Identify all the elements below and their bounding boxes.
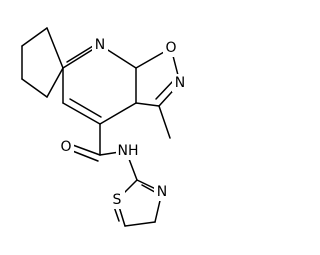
bond	[69, 98, 102, 118]
atom-label-n-thiazole: N	[157, 184, 167, 200]
bond	[62, 102, 101, 125]
atom-label-nh-amide: NH	[118, 143, 139, 159]
bond	[21, 27, 48, 47]
bond	[69, 149, 99, 162]
bond	[135, 102, 160, 107]
bond	[124, 221, 156, 227]
bond	[46, 27, 64, 69]
bond	[69, 143, 101, 156]
bond	[158, 105, 171, 139]
molecule-structure: N O N O NH N S	[21, 27, 188, 227]
bond	[21, 78, 48, 98]
atom-label-n-pyridine: N	[95, 37, 105, 53]
atom-label-o-carbonyl: O	[60, 139, 71, 155]
bond	[46, 67, 64, 98]
bond	[155, 80, 174, 100]
atom-label-s-thiazole: S	[113, 192, 122, 208]
bond	[66, 45, 94, 63]
atom-labels: N O N O NH N S	[58, 36, 188, 209]
atom-label-o-isoxazole: O	[165, 40, 176, 56]
bond	[99, 102, 137, 125]
atom-label-n-isoxazole: N	[175, 75, 185, 91]
